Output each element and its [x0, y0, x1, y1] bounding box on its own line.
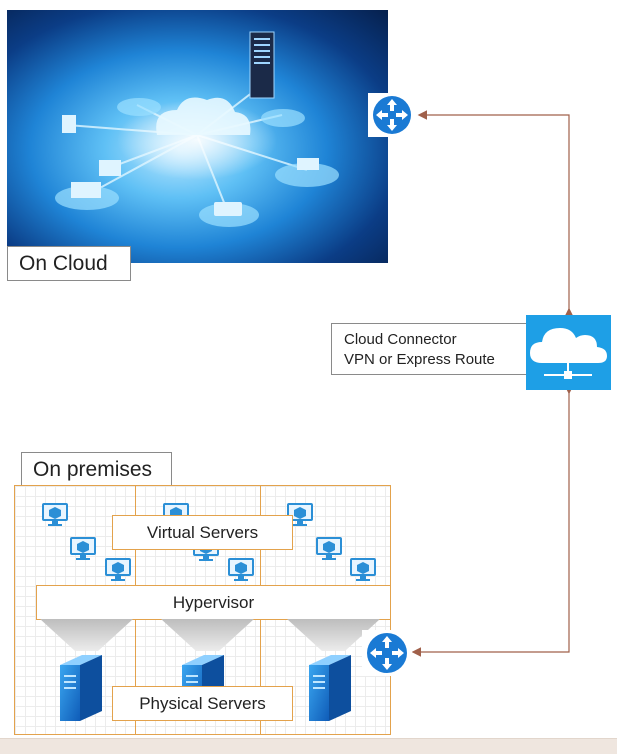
onprem-link-line — [411, 384, 574, 657]
connector-line2: VPN or Express Route — [344, 351, 495, 368]
connector-line1: Cloud Connector — [344, 331, 457, 348]
on-premises-text: On premises — [33, 457, 153, 481]
cloud-connector-label: Cloud Connector VPN or Express Route — [331, 323, 527, 375]
virtual-servers-label: Virtual Servers — [112, 515, 293, 550]
funnel-shape — [40, 619, 133, 651]
hypervisor-text: Hypervisor — [172, 592, 255, 612]
funnel-shape — [287, 619, 380, 651]
on-cloud-text: On Cloud — [19, 251, 108, 275]
virtual-servers-text: Virtual Servers — [146, 522, 259, 542]
hypervisor-bar: Hypervisor — [36, 585, 391, 620]
router-icon — [368, 93, 416, 137]
cloud-illustration-graphic — [55, 31, 339, 227]
physical-servers-label: Physical Servers — [112, 686, 293, 721]
router-icon — [362, 630, 412, 676]
on-premises-label: On premises — [21, 452, 172, 487]
server-tower-icon — [309, 655, 351, 721]
cloud-connector-tile — [526, 315, 611, 390]
cloud-network-illustration — [7, 10, 388, 263]
bottom-band — [0, 738, 617, 754]
cloud-link-line — [417, 110, 574, 318]
on-cloud-label: On Cloud — [7, 246, 131, 281]
server-tower-icon — [60, 655, 102, 721]
physical-servers-text: Physical Servers — [139, 693, 266, 713]
cloud-network-icon — [530, 328, 607, 379]
funnel-shape — [161, 619, 254, 651]
